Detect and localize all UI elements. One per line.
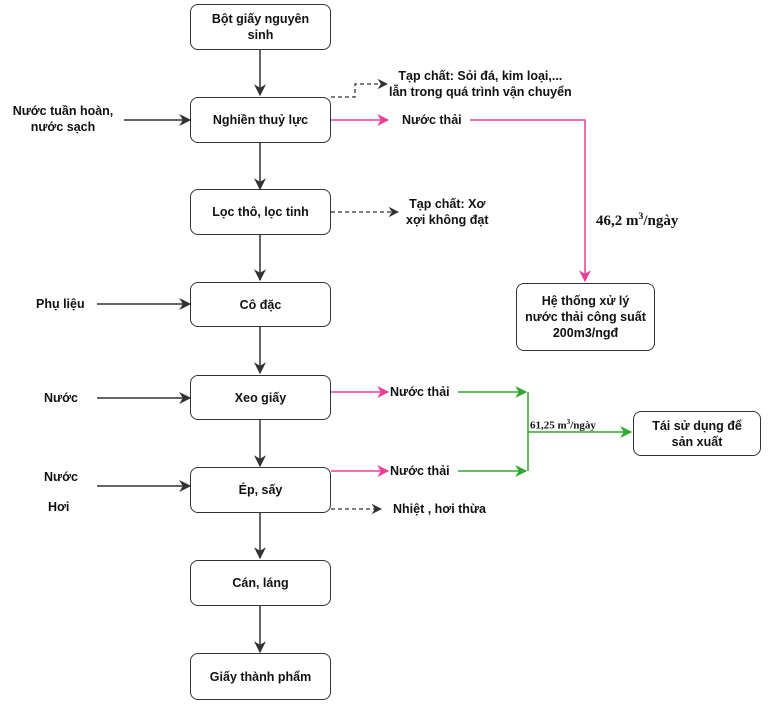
treatment-line3: 200m3/ngđ	[552, 326, 619, 340]
input-steam-pressdry: Hơi	[48, 500, 70, 514]
step-finished-paper: Giấy thành phẩm	[190, 653, 331, 700]
output-impurities-1: Tạp chất: Sỏi đá, kim loại,... lẫn trong…	[389, 68, 572, 100]
step-raw-pulp: Bột giấy nguyên sinh	[190, 4, 331, 50]
line-wastewater-to-treatment	[470, 119, 591, 283]
reuse-line1: Tái sử dụng để	[652, 418, 742, 433]
wastewater-treatment-box: Hệ thống xử lý nước thải công suất 200m3…	[516, 283, 655, 351]
output-wastewater-3: Nước thải	[390, 464, 450, 478]
output-wastewater-2: Nước thải	[390, 385, 450, 399]
treatment-line2: nước thải công suất	[525, 310, 646, 324]
step-thickening: Cô đặc	[190, 282, 331, 327]
arrow-impurities-1	[331, 78, 389, 98]
output-wastewater-1: Nước thải	[402, 113, 462, 127]
treatment-flow-sup: 3	[638, 211, 644, 222]
treatment-line1: Hệ thống xử lý	[541, 294, 630, 308]
step-hydro-pulping-label: Nghiền thuỷ lực	[212, 113, 309, 127]
step-screening-label: Lọc thô, lọc tinh	[212, 205, 309, 219]
step-hydro-pulping: Nghiền thuỷ lực	[190, 97, 331, 143]
output-impurities-2-line2: xợi không đạt	[406, 213, 489, 227]
step-sheet-forming: Xeo giấy	[190, 375, 331, 420]
output-impurities-2-line1: Tạp chất: Xơ	[409, 197, 486, 211]
input-water-forming: Nước	[44, 391, 78, 405]
step-calendering-label: Cán, láng	[232, 576, 289, 590]
output-heat: Nhiệt , hơi thừa	[393, 502, 486, 516]
output-impurities-1-line2: lẫn trong quá trình vận chuyển	[389, 85, 572, 99]
reuse-line2: sản xuất	[671, 434, 723, 449]
reuse-flow-sup: 3	[566, 418, 571, 426]
treatment-flow-value: 46,2 m	[596, 213, 639, 229]
output-impurities-1-line1: Tạp chất: Sỏi đá, kim loại,...	[398, 69, 563, 83]
treatment-flow-rate: 46,2 m3/ngày	[596, 208, 678, 230]
step-calendering: Cán, láng	[190, 560, 331, 606]
step-press-dry-label: Ép, sấy	[238, 483, 283, 497]
input-additives: Phụ liệu	[36, 297, 85, 311]
step-thickening-label: Cô đặc	[239, 297, 282, 312]
reuse-flow-value: 61,25 m	[530, 419, 567, 432]
input-water-pulping-line1: Nước tuần hoàn,	[12, 104, 114, 118]
reuse-flow-rate: 61,25 m3/ngày	[530, 415, 596, 433]
reuse-box: Tái sử dụng để sản xuất	[633, 411, 761, 456]
step-raw-pulp-label: Bột giấy nguyên sinh	[211, 12, 310, 42]
input-water-pressdry: Nước	[44, 470, 78, 484]
step-finished-paper-label: Giấy thành phẩm	[209, 669, 312, 684]
reuse-flow-unit: /ngày	[570, 419, 596, 432]
step-sheet-forming-label: Xeo giấy	[234, 390, 287, 405]
treatment-flow-unit: /ngày	[643, 213, 679, 229]
step-screening: Lọc thô, lọc tinh	[190, 189, 331, 235]
step-press-dry: Ép, sấy	[190, 467, 331, 513]
input-water-pulping: Nước tuần hoàn, nước sạch	[4, 103, 122, 135]
input-water-pulping-line2: nước sạch	[30, 120, 96, 134]
output-impurities-2: Tạp chất: Xơ xợi không đạt	[406, 196, 489, 228]
